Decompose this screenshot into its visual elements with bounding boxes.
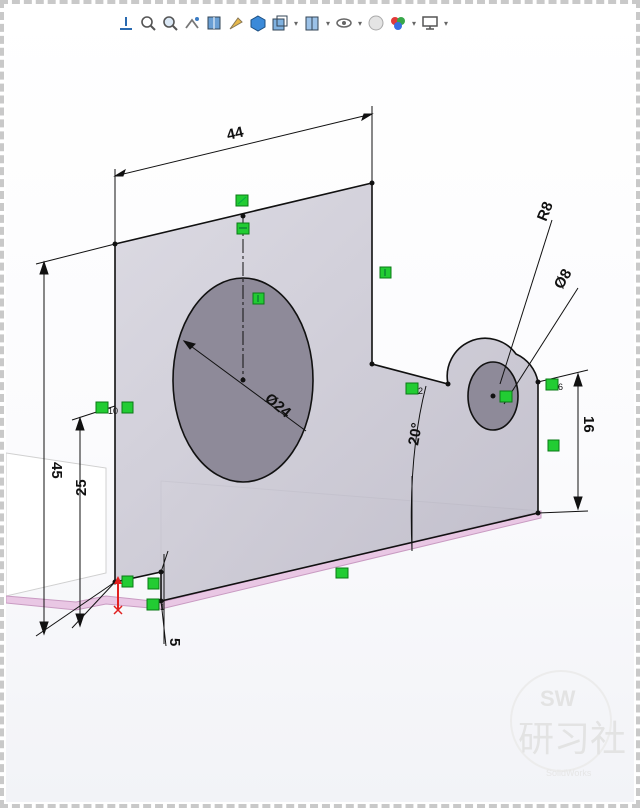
dim-hole-height: 25 [73,479,90,496]
dim-boss-height: 16 [580,416,597,433]
watermark-small: SolidWorks [546,768,592,778]
section-view-icon[interactable] [204,13,224,33]
dropdown-arrow-icon[interactable]: ▾ [325,18,330,28]
dynamic-annotation-icon[interactable] [226,13,246,33]
horizontal-relation-icon[interactable] [335,567,349,579]
concentric-relation-icon[interactable] [499,390,513,403]
relation-label: 2 [418,386,423,396]
view-orientation-icon[interactable] [116,13,136,33]
dropdown-arrow-icon[interactable]: ▾ [357,18,362,28]
watermark-chinese: 研习社 [518,719,626,760]
hide-show-items-icon[interactable] [302,13,322,33]
watermark-brand: SW [540,686,576,711]
monitor-icon[interactable] [420,13,440,33]
edit-appearance-icon[interactable] [334,13,354,33]
heads-up-view-toolbar: ▾ ▾ ▾ ▾ ▾ [116,10,450,36]
relation-label: 10 [108,406,118,416]
dim-angle: 20° [405,421,426,446]
sketch-profile[interactable] [112,180,541,604]
tangent-relation-icon[interactable] [405,382,419,395]
sketch-canvas[interactable]: 44 45 25 5 16 20° Ø24 Ø8 R8 2 10 6 [6,6,634,802]
dim-small-hole: Ø8 [551,266,576,292]
sketch-origin-icon[interactable] [113,576,123,615]
watermark: SW 研习社 SolidWorks [510,670,626,778]
dim-boss-radius: R8 [534,199,557,223]
vertical-relation-icon[interactable] [379,266,392,279]
vertical-relation-icon[interactable] [147,577,160,590]
graphics-area[interactable]: ▾ ▾ ▾ ▾ ▾ [6,6,634,802]
dim-thickness: 5 [166,638,183,646]
dropdown-arrow-icon[interactable]: ▾ [293,18,298,28]
horizontal-relation-icon[interactable] [121,575,134,588]
coincident-relation-icon[interactable] [146,598,160,611]
dropdown-arrow-icon[interactable]: ▾ [443,18,448,28]
horizontal-relation-icon[interactable] [236,222,250,235]
midpoint-relation-icon[interactable] [235,194,249,207]
base-edge [6,510,542,611]
vertical-relation-icon[interactable] [252,292,265,305]
dropdown-arrow-icon[interactable]: ▾ [411,18,416,28]
dim-height: 45 [48,462,65,479]
coincident-relation-icon[interactable] [95,401,109,414]
display-style-icon[interactable] [270,13,290,33]
relation-markers[interactable]: 2 10 6 1 [95,194,563,612]
vertical-relation-icon[interactable] [547,439,560,452]
apply-scene-icon[interactable] [366,13,386,33]
relation-label: 6 [558,382,563,392]
tangent-relation-icon[interactable] [545,378,559,391]
view-3d-icon[interactable] [248,13,268,33]
dimensions[interactable] [35,106,589,647]
view-settings-icon[interactable] [388,13,408,33]
zoom-to-fit-icon[interactable] [138,13,158,33]
relation-label: 1 [160,602,165,612]
previous-view-icon[interactable] [182,13,202,33]
vertical-relation-icon[interactable] [121,401,134,414]
zoom-to-area-icon[interactable] [160,13,180,33]
dim-width: 44 [225,123,246,143]
